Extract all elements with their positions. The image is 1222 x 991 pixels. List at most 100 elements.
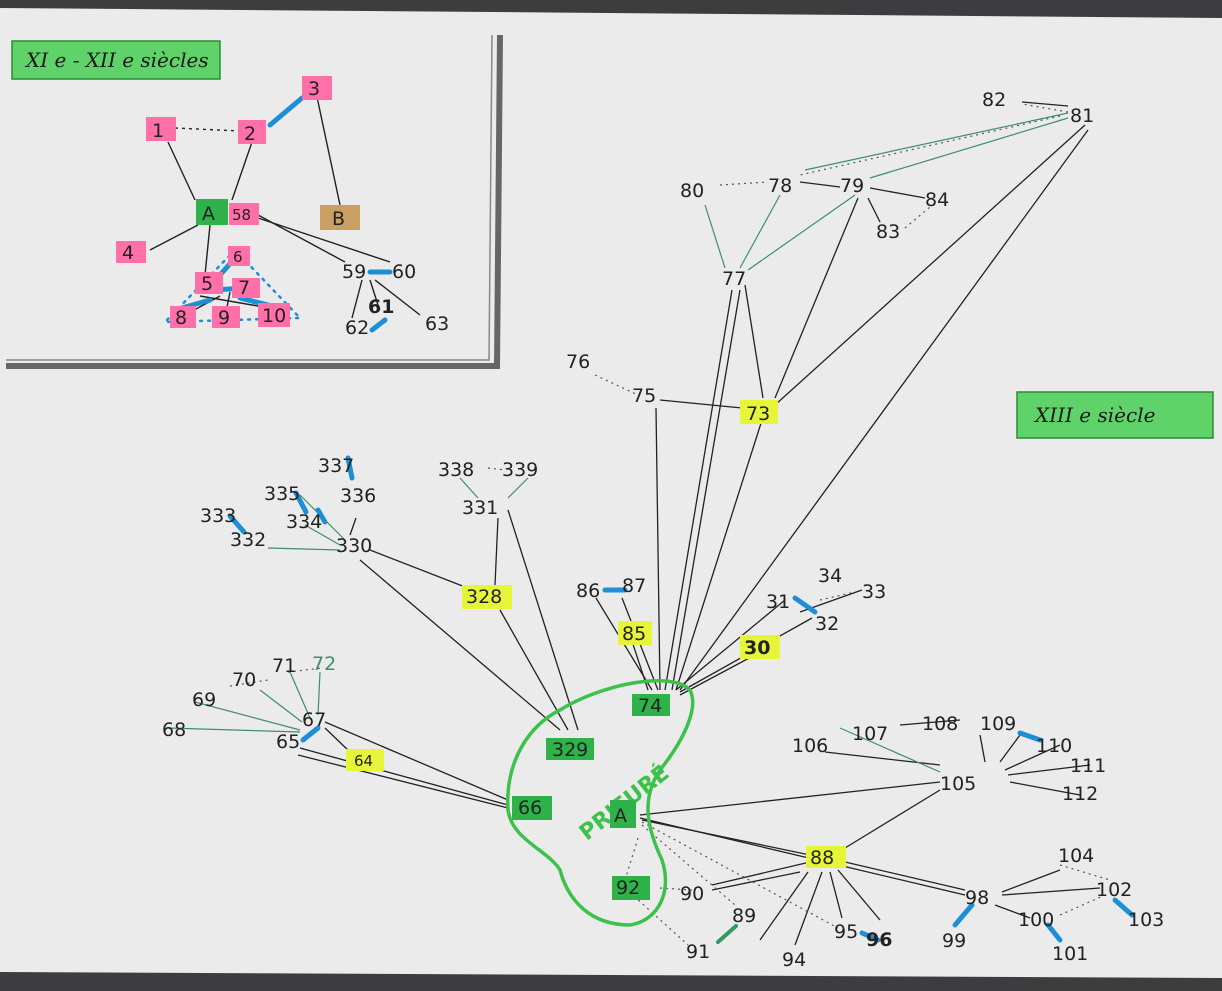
- main-edges-green: [167, 112, 1069, 773]
- node-69: 69: [192, 689, 216, 711]
- inset-node-8: 8: [175, 307, 187, 329]
- title-box-period-2: XIII e siècle: [1016, 391, 1214, 439]
- inset-node-B: B: [332, 208, 345, 230]
- node-94: 94: [782, 949, 806, 971]
- node-30: 30: [744, 637, 770, 659]
- node-72: 72: [312, 653, 336, 675]
- inset-node-6: 6: [233, 248, 243, 266]
- node-328: 328: [466, 586, 502, 608]
- title-box-period-1: XI e - XII e siècles: [11, 40, 221, 80]
- inset-edges: [149, 96, 421, 319]
- node-66: 66: [518, 797, 542, 819]
- main-green-marks: [716, 924, 738, 944]
- node-110: 110: [1036, 735, 1072, 757]
- node-106: 106: [792, 735, 828, 757]
- node-104: 104: [1058, 845, 1094, 867]
- node-96: 96: [866, 929, 892, 951]
- node-336: 336: [340, 485, 376, 507]
- node-100: 100: [1018, 909, 1054, 931]
- inset-labels: 1 2 3 A 58 B 4 6 5 7 8 9 10 59 60 61 62 …: [122, 78, 449, 339]
- node-76: 76: [566, 351, 590, 373]
- node-77: 77: [722, 268, 746, 290]
- node-329: 329: [552, 739, 588, 761]
- node-85: 85: [622, 623, 646, 645]
- node-78: 78: [768, 175, 792, 197]
- main-labels: 82 81 80 78 79 84 83 77 76 75 73 338 339…: [162, 89, 1164, 971]
- node-101: 101: [1052, 943, 1088, 965]
- inset-node-61: 61: [368, 296, 394, 318]
- period-2-title: XIII e siècle: [1033, 403, 1155, 427]
- node-111: 111: [1070, 755, 1106, 777]
- node-82: 82: [982, 89, 1006, 111]
- node-102: 102: [1096, 879, 1132, 901]
- node-334: 334: [286, 511, 322, 533]
- node-339: 339: [502, 459, 538, 481]
- node-87: 87: [622, 575, 646, 597]
- node-74: 74: [638, 695, 662, 717]
- node-88: 88: [810, 847, 834, 869]
- node-81: 81: [1070, 105, 1094, 127]
- node-107: 107: [852, 723, 888, 745]
- inset-node-2: 2: [244, 123, 256, 145]
- node-91: 91: [686, 941, 710, 963]
- node-70: 70: [232, 669, 256, 691]
- prieure-outline: [506, 679, 695, 927]
- node-99: 99: [942, 930, 966, 952]
- inset-node-A: A: [202, 203, 215, 225]
- node-338: 338: [438, 459, 474, 481]
- node-330: 330: [336, 535, 372, 557]
- inset-node-10: 10: [262, 305, 286, 327]
- paper-sheet: [0, 8, 1222, 978]
- node-32: 32: [815, 613, 839, 635]
- node-64: 64: [354, 752, 373, 770]
- node-89: 89: [732, 905, 756, 927]
- inset-node-58: 58: [232, 206, 251, 224]
- node-65: 65: [276, 731, 300, 753]
- node-34: 34: [818, 565, 842, 587]
- node-73: 73: [746, 403, 770, 425]
- inset-node-7: 7: [238, 277, 250, 299]
- node-68: 68: [162, 719, 186, 741]
- node-112: 112: [1062, 783, 1098, 805]
- node-103: 103: [1128, 909, 1164, 931]
- node-80: 80: [680, 180, 704, 202]
- node-79: 79: [840, 175, 864, 197]
- node-95: 95: [834, 921, 858, 943]
- node-A: A: [614, 805, 627, 827]
- period-1-title: XI e - XII e siècles: [24, 48, 209, 72]
- node-105: 105: [940, 773, 976, 795]
- inset-node-60: 60: [392, 261, 416, 283]
- node-90: 90: [680, 883, 704, 905]
- node-109: 109: [980, 713, 1016, 735]
- node-331: 331: [462, 497, 498, 519]
- node-98: 98: [965, 887, 989, 909]
- inset-node-59: 59: [342, 261, 366, 283]
- node-31: 31: [766, 591, 790, 613]
- inset-node-3: 3: [308, 78, 320, 100]
- inset-frame: [6, 34, 503, 369]
- node-67: 67: [302, 709, 326, 731]
- node-332: 332: [230, 529, 266, 551]
- inset-highlights: [116, 76, 360, 328]
- node-92: 92: [616, 877, 640, 899]
- main-highlights: [346, 400, 846, 900]
- node-83: 83: [876, 221, 900, 243]
- main-blue-marks: [227, 455, 1135, 943]
- inset-node-63: 63: [425, 313, 449, 335]
- node-333: 333: [200, 505, 236, 527]
- node-86: 86: [576, 580, 600, 602]
- node-335: 335: [264, 483, 300, 505]
- node-33: 33: [862, 581, 886, 603]
- node-84: 84: [925, 189, 949, 211]
- node-108: 108: [922, 713, 958, 735]
- main-edges-black: [297, 101, 1101, 946]
- inset-node-1: 1: [152, 120, 164, 142]
- main-edges-dotted: [229, 103, 1111, 946]
- inset-node-4: 4: [122, 242, 134, 264]
- inset-node-9: 9: [218, 307, 230, 329]
- node-75: 75: [632, 385, 656, 407]
- inset-node-62: 62: [345, 317, 369, 339]
- inset-node-5: 5: [201, 273, 213, 295]
- node-71: 71: [272, 655, 296, 677]
